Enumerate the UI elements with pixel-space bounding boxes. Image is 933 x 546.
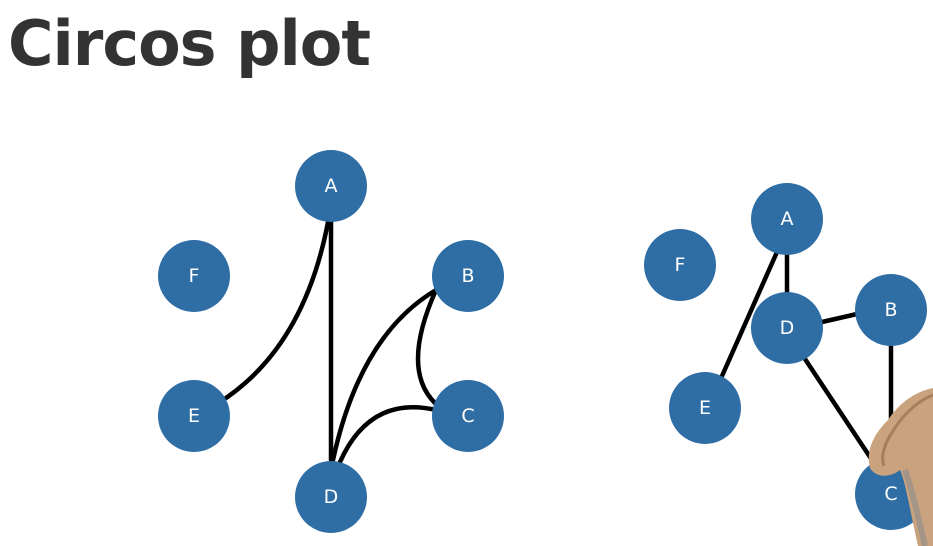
- circos-node-f-label: F: [189, 265, 200, 287]
- network-edge-d-b: [819, 311, 860, 325]
- network-node-b: B: [855, 274, 927, 346]
- network-node-a: A: [751, 183, 823, 255]
- network-node-f-label: F: [675, 254, 686, 276]
- network-node-d: D: [751, 292, 823, 364]
- slide-title: Circos plot: [8, 7, 371, 80]
- network-edge-a-e: [719, 249, 780, 379]
- network-edge-d-c: [802, 356, 875, 463]
- circos-edges: [223, 202, 439, 465]
- circos-edge-b-c: [415, 287, 439, 407]
- network-node-e: E: [669, 372, 741, 444]
- circos-plot: A B C D E F: [158, 150, 504, 533]
- network-node-f: F: [644, 229, 716, 301]
- network-node-a-label: A: [781, 208, 794, 230]
- circos-node-a: A: [295, 150, 367, 222]
- circos-node-d: D: [295, 461, 367, 533]
- circos-node-a-label: A: [325, 175, 338, 197]
- circos-edge-b-d: [330, 287, 439, 463]
- network-node-b-label: B: [884, 299, 897, 321]
- circos-node-e-label: E: [188, 405, 200, 427]
- circos-node-c: C: [432, 380, 504, 452]
- circos-node-b-label: B: [461, 265, 474, 287]
- presenter-hand-image: [868, 388, 933, 546]
- circos-edge-a-e: [223, 202, 334, 401]
- network-node-e-label: E: [699, 397, 711, 419]
- circos-edge-c-d: [337, 405, 439, 465]
- network-node-d-label: D: [780, 317, 795, 339]
- circos-node-e: E: [158, 380, 230, 452]
- circos-node-b: B: [432, 240, 504, 312]
- network-node-c-label: C: [884, 483, 897, 505]
- circos-node-c-label: C: [461, 405, 474, 427]
- circos-node-f: F: [158, 240, 230, 312]
- network-plot: A D B E F C: [644, 183, 927, 530]
- circos-node-d-label: D: [324, 486, 339, 508]
